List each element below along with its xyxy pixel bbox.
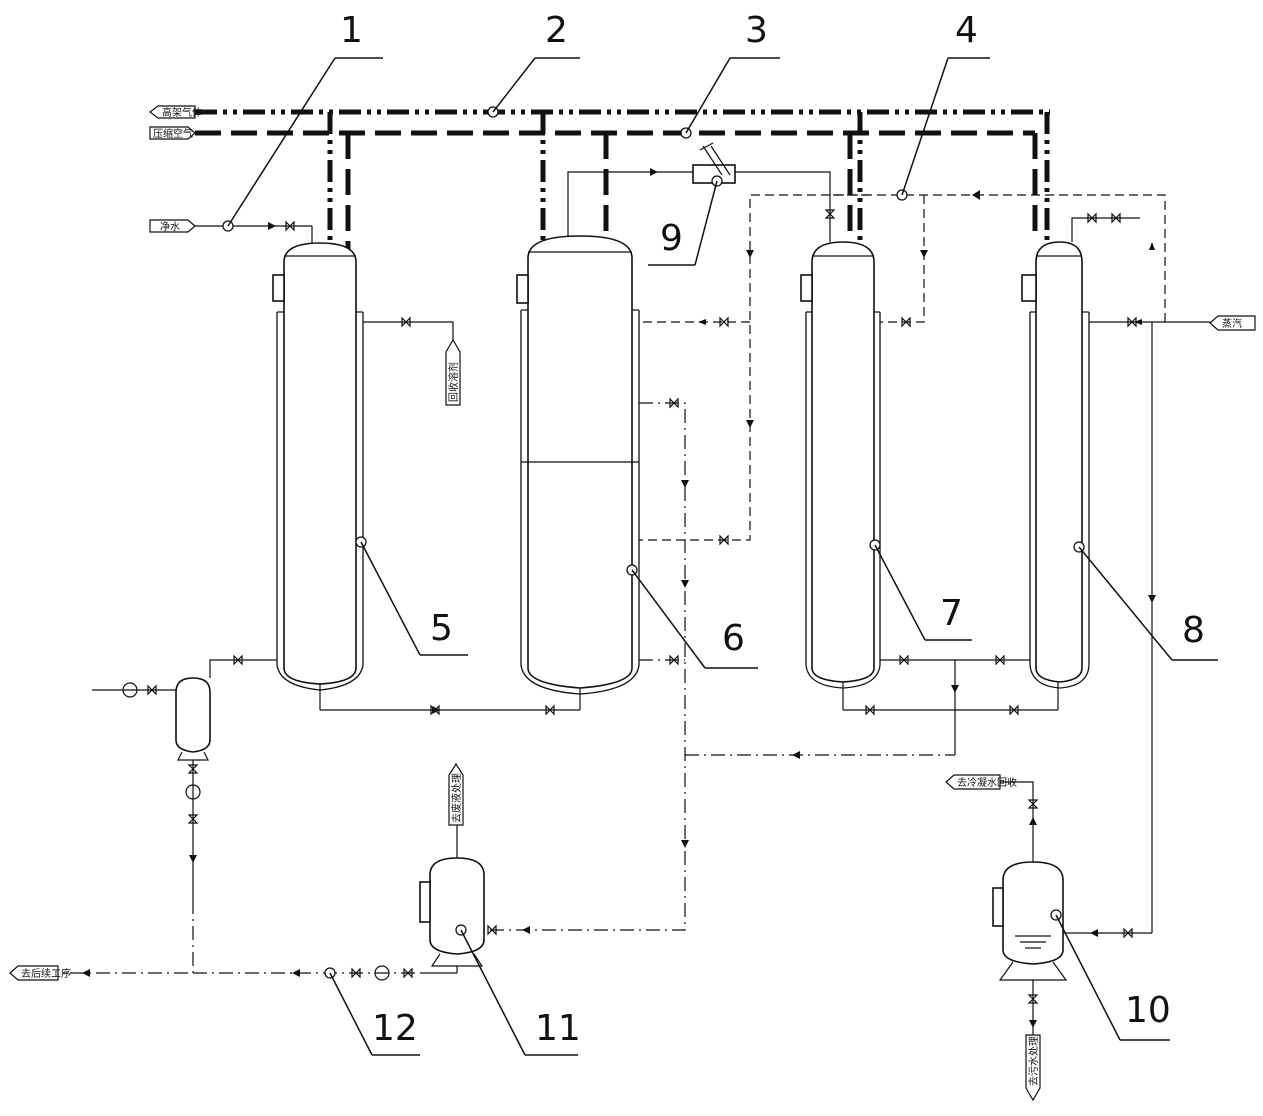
svg-text:去冷凝水回收: 去冷凝水回收 (957, 776, 1017, 789)
callout-10: 10 (1050, 909, 1171, 1041)
callout-2: 2 (487, 10, 580, 118)
callout-5: 5 (355, 536, 468, 656)
tag-steam-in: 蒸汽 (1209, 315, 1256, 331)
svg-text:12: 12 (372, 1008, 418, 1049)
callout-3: 3 (680, 10, 780, 139)
svg-text:1: 1 (340, 10, 363, 51)
tag-top-exhaust: 高架气体 (149, 105, 202, 119)
tag-tower5-outlet: 回收溶剂 (445, 338, 461, 406)
callout-6: 6 (626, 564, 758, 669)
tower-5 (272, 242, 364, 710)
svg-text:去污水处理: 去污水处理 (1028, 1036, 1040, 1086)
svg-text:4: 4 (955, 10, 978, 51)
tower-6 (516, 235, 640, 710)
svg-text:2: 2 (545, 10, 568, 51)
svg-text:7: 7 (940, 593, 963, 634)
svg-text:8: 8 (1182, 610, 1205, 651)
pumps (122, 682, 390, 981)
svg-text:净水: 净水 (160, 220, 180, 233)
dashed-lines (639, 194, 1166, 541)
valves (147, 209, 1137, 1004)
callout-11: 11 (455, 924, 581, 1056)
svg-text:6: 6 (722, 618, 745, 659)
tower-8 (1021, 241, 1090, 710)
callout-4: 4 (896, 10, 990, 201)
svg-text:压缩空气: 压缩空气 (153, 127, 193, 140)
flow-arrows (82, 168, 1156, 1028)
tag-tank10-outlet: 去冷凝水回收 (945, 774, 1017, 790)
tank-11 (419, 857, 485, 967)
callout-9: 9 (648, 175, 723, 266)
header-dashed-line (195, 130, 1038, 250)
callout-1: 1 (222, 10, 383, 232)
tank-10 (992, 861, 1068, 981)
callout-7: 7 (869, 539, 972, 641)
tag-compressed-air: 压缩空气 (149, 126, 196, 140)
callout-12: 12 (324, 967, 420, 1056)
svg-text:去后续工序: 去后续工序 (21, 967, 71, 980)
tower-7 (800, 241, 881, 710)
process-lines (92, 171, 1210, 1035)
dash-dot-lines (58, 402, 955, 974)
small-vessel-left (175, 677, 211, 761)
callout-8: 8 (1073, 541, 1218, 661)
svg-text:11: 11 (535, 1008, 581, 1049)
svg-text:蒸汽: 蒸汽 (1222, 317, 1242, 330)
svg-text:高架气体: 高架气体 (162, 106, 202, 119)
svg-text:去废液处理: 去废液处理 (450, 773, 463, 823)
svg-text:5: 5 (430, 608, 453, 649)
svg-text:回收溶剂: 回收溶剂 (447, 362, 460, 402)
filter-9 (692, 142, 736, 184)
svg-text:10: 10 (1125, 990, 1171, 1031)
svg-text:9: 9 (660, 218, 683, 259)
tag-water-in: 净水 (149, 219, 196, 233)
tag-tank10-drain: 去污水处理 (1025, 1034, 1041, 1102)
tag-tank11-outlet: 去废液处理 (448, 762, 464, 826)
tag-left-outlet: 去后续工序 (9, 965, 71, 981)
svg-text:3: 3 (745, 10, 768, 51)
